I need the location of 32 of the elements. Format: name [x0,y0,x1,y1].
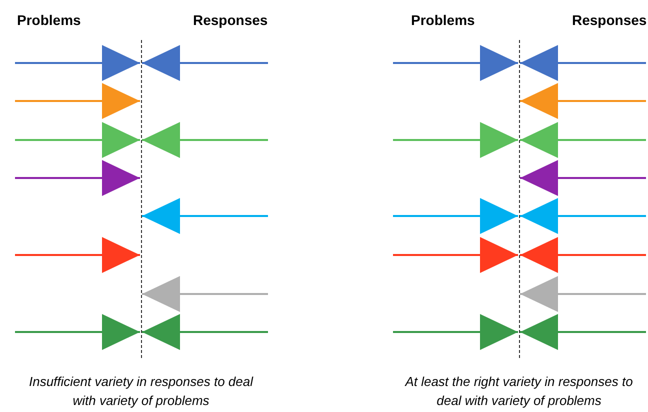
arrow [15,314,140,350]
arrow [520,198,646,234]
arrow [142,276,268,312]
column-heading: Responses [193,12,268,28]
panel-caption: At least the right variety in responses to deal with variety of problems [404,373,634,410]
arrow [393,45,518,81]
arrow [520,45,646,81]
arrow [520,160,646,196]
arrow [393,122,518,158]
arrow [142,45,268,81]
column-heading: Problems [411,12,475,28]
column-heading: Problems [17,12,81,28]
arrow [393,314,518,350]
arrow [520,276,646,312]
arrow [520,314,646,350]
arrow [15,237,140,273]
dashed-divider-line [141,40,142,358]
arrow [393,198,518,234]
arrow [15,45,140,81]
arrow [15,160,140,196]
arrow [520,237,646,273]
arrow [15,122,140,158]
arrow [142,122,268,158]
arrow [520,122,646,158]
column-heading: Responses [572,12,647,28]
dashed-divider-line [519,40,520,358]
arrow [393,237,518,273]
panel-caption: Insufficient variety in responses to deal with variety of problems [28,373,254,410]
arrow [142,314,268,350]
arrow [520,83,646,119]
arrow [15,83,140,119]
arrow [142,198,268,234]
